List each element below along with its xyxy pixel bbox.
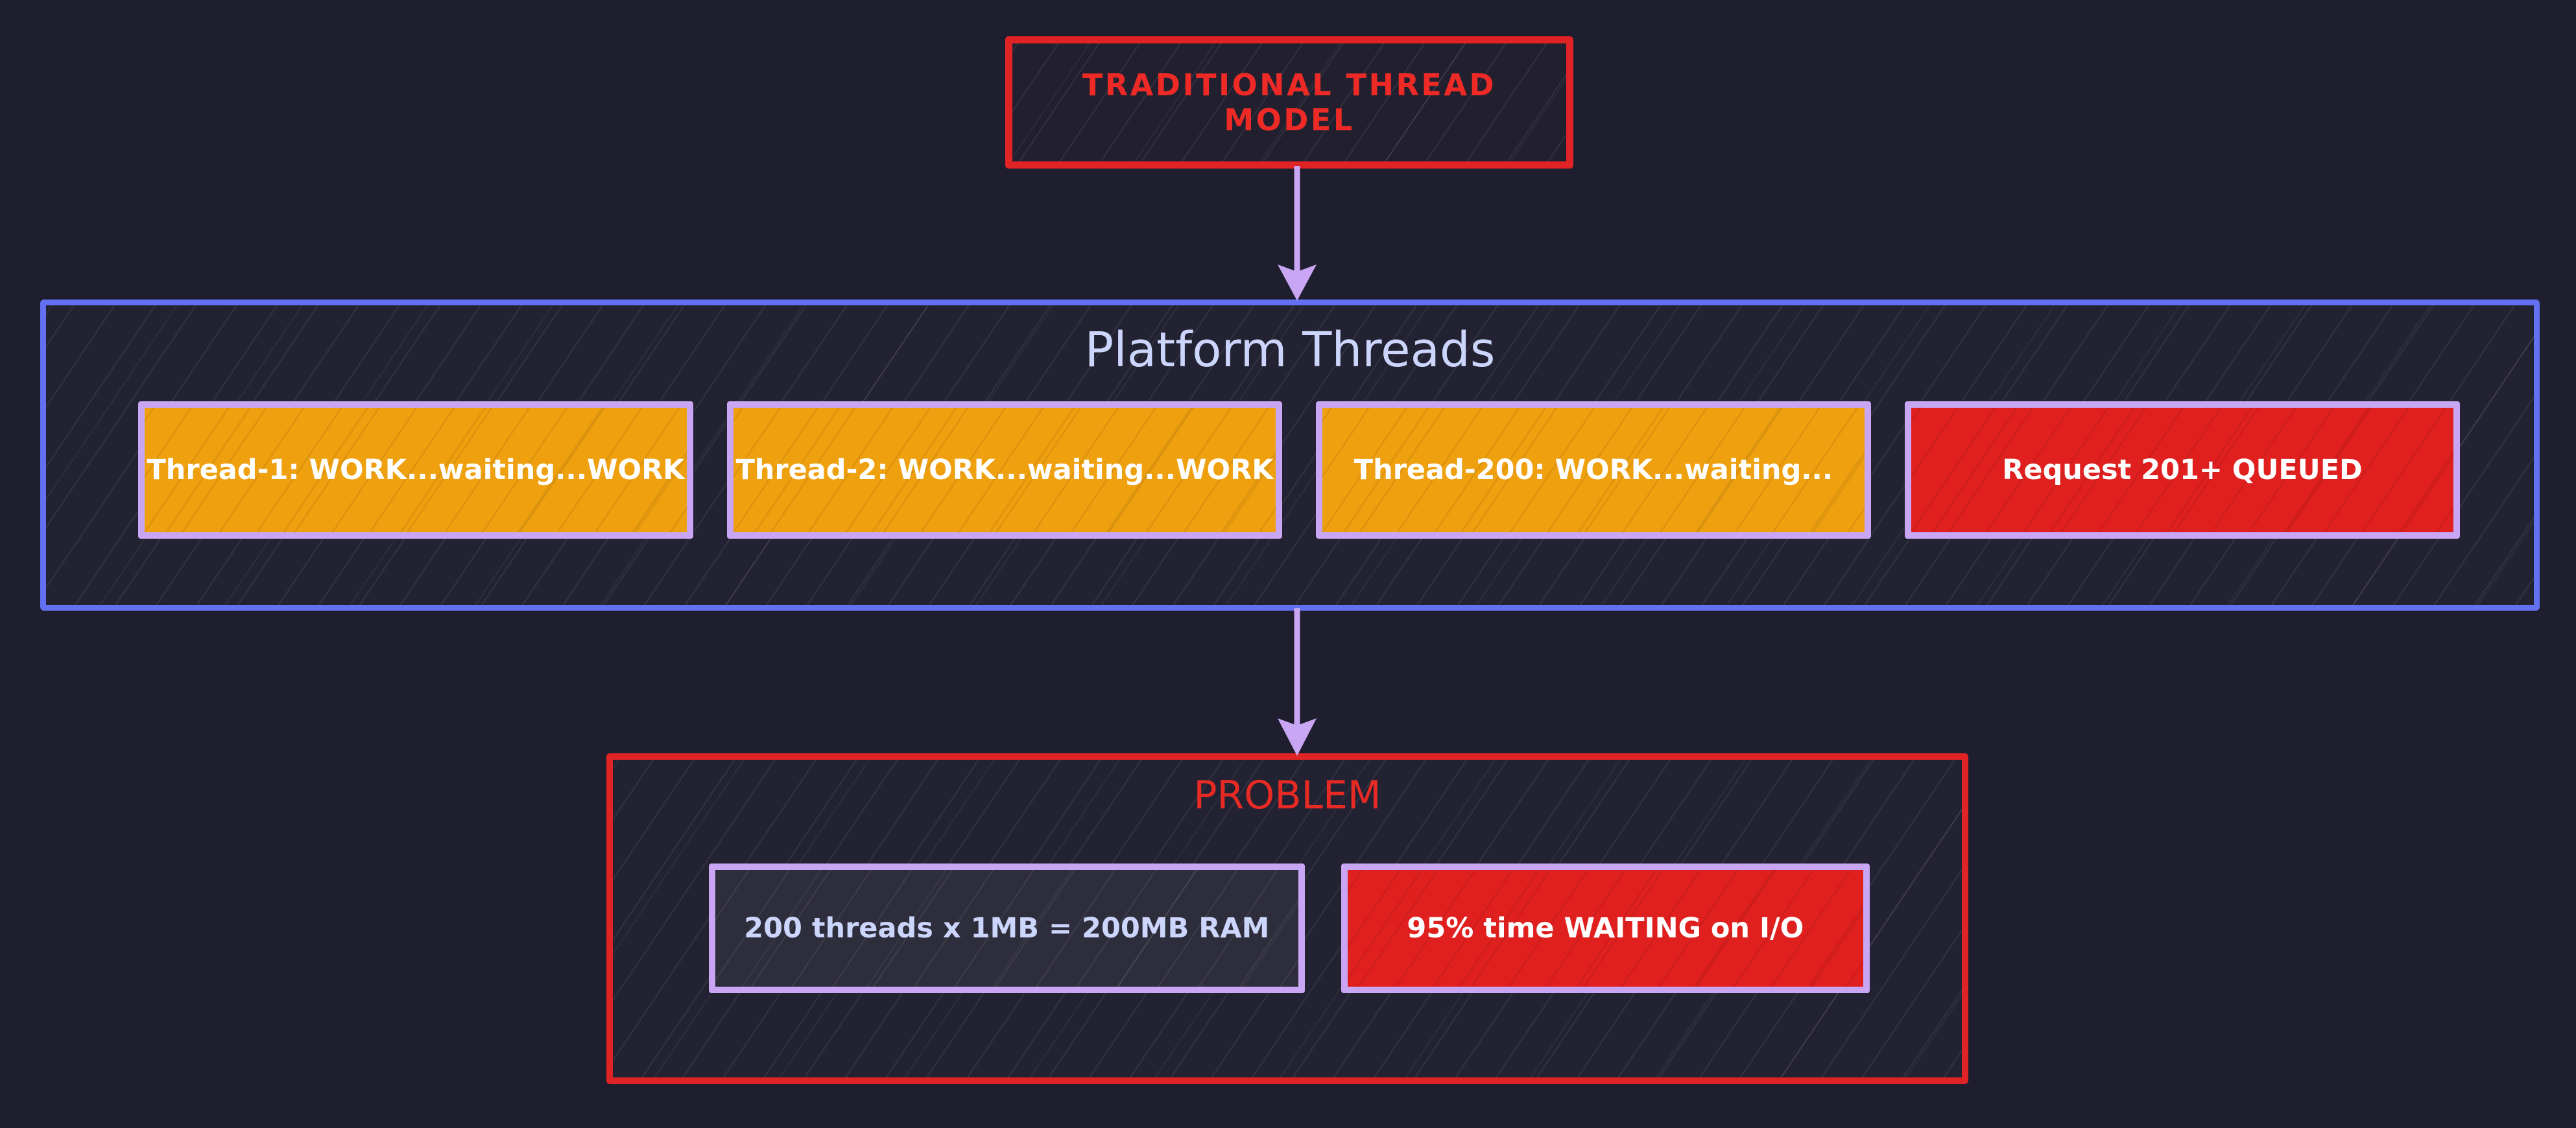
- problem-heading: PROBLEM: [1193, 773, 1381, 818]
- problem-chip-label: 200 threads x 1MB = 200MB RAM: [744, 912, 1270, 945]
- thread-chip-2[interactable]: Thread-2: WORK...waiting...WORK: [727, 401, 1282, 539]
- platform-threads-container: Platform Threads Thread-1: WORK...waitin…: [40, 300, 2540, 611]
- problem-chip-label: 95% time WAITING on I/O: [1407, 912, 1804, 945]
- traditional-thread-model-box: TRADITIONAL THREAD MODEL: [1005, 36, 1573, 169]
- thread-chip-label: Thread-2: WORK...waiting...WORK: [735, 454, 1274, 486]
- title-label: TRADITIONAL THREAD MODEL: [1082, 67, 1497, 137]
- thread-chip-1[interactable]: Thread-1: WORK...waiting...WORK: [138, 401, 693, 539]
- thread-chip-200[interactable]: Thread-200: WORK...waiting...: [1316, 401, 1871, 539]
- thread-list: Thread-1: WORK...waiting...WORK Thread-2…: [138, 401, 2460, 539]
- thread-chip-label: Request 201+ QUEUED: [2002, 454, 2363, 486]
- thread-chip-queued[interactable]: Request 201+ QUEUED: [1905, 401, 2460, 539]
- thread-chip-label: Thread-1: WORK...waiting...WORK: [147, 454, 685, 486]
- problem-item-list: 200 threads x 1MB = 200MB RAM 95% time W…: [709, 864, 1870, 993]
- problem-container: PROBLEM 200 threads x 1MB = 200MB RAM 95…: [606, 753, 1968, 1084]
- arrow-title-to-platform: [1278, 166, 1317, 301]
- problem-chip-ram[interactable]: 200 threads x 1MB = 200MB RAM: [709, 864, 1305, 993]
- problem-chip-io-wait[interactable]: 95% time WAITING on I/O: [1341, 864, 1870, 993]
- thread-chip-label: Thread-200: WORK...waiting...: [1354, 454, 1833, 486]
- platform-threads-heading: Platform Threads: [1084, 322, 1496, 378]
- arrow-platform-to-problem: [1278, 608, 1317, 756]
